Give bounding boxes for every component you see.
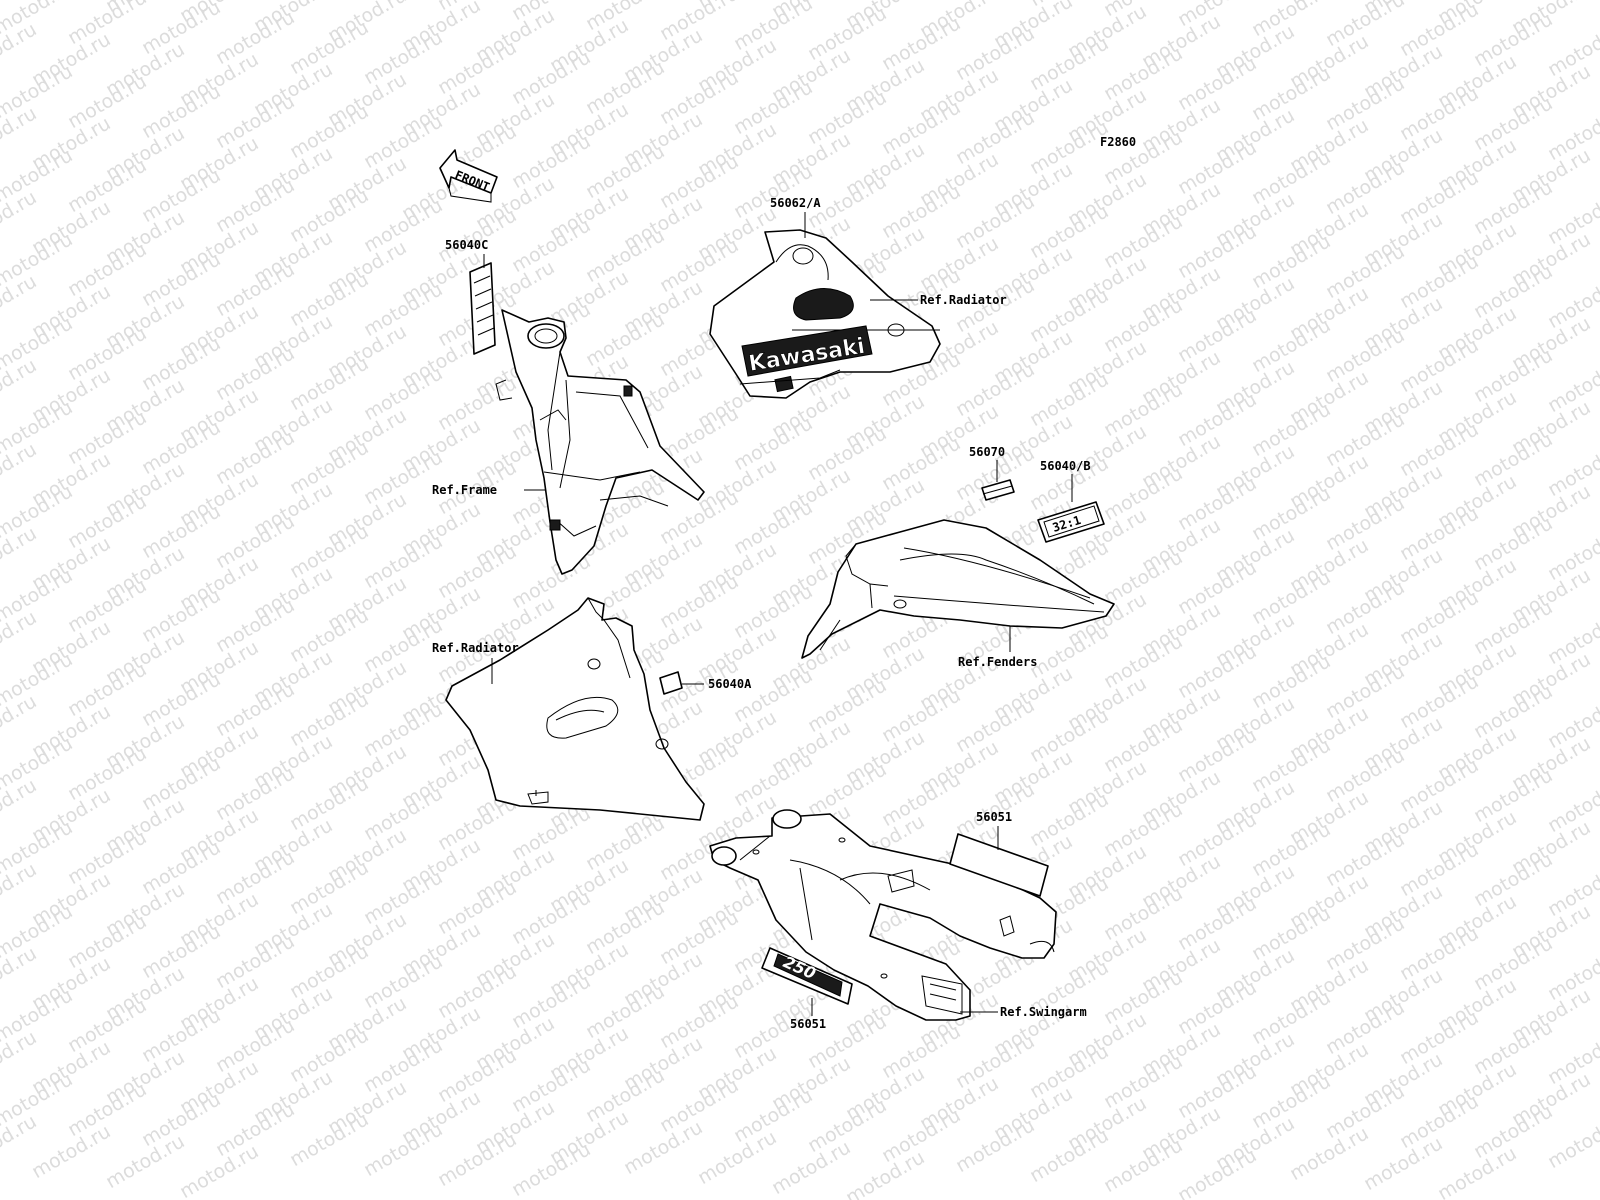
label-ref-radiator-left: Ref.Radiator <box>432 641 519 655</box>
rear-fender-part <box>801 519 1115 659</box>
figure-id: F2860 <box>1100 135 1136 149</box>
radiator-shroud-top: Kawasaki <box>709 229 941 399</box>
label-56040A: 56040A <box>708 677 752 691</box>
decal-56051-right <box>949 833 1049 897</box>
front-arrow-icon: FRONT <box>439 149 498 203</box>
swingarm-part <box>709 809 1057 1021</box>
decal-56040A <box>659 671 683 695</box>
label-56051-right: 56051 <box>976 810 1012 824</box>
decal-56051-bottom: 250 <box>761 947 853 1005</box>
label-56040B: 56040/B <box>1040 459 1091 473</box>
decal-56040C <box>469 262 496 355</box>
decal-56070 <box>981 479 1015 501</box>
label-ref-fenders: Ref.Fenders <box>958 655 1037 669</box>
label-56062A: 56062/A <box>770 196 821 210</box>
label-56070: 56070 <box>969 445 1005 459</box>
radiator-shroud-left <box>445 597 705 821</box>
label-56040C: 56040C <box>445 238 488 252</box>
label-ref-swingarm: Ref.Swingarm <box>1000 1005 1087 1019</box>
label-ref-frame: Ref.Frame <box>432 483 497 497</box>
frame-part <box>495 309 705 575</box>
decal-56040B: 32:1 <box>1037 501 1105 543</box>
label-ref-radiator-top: Ref.Radiator <box>920 293 1007 307</box>
label-56051-bottom: 56051 <box>790 1017 826 1031</box>
